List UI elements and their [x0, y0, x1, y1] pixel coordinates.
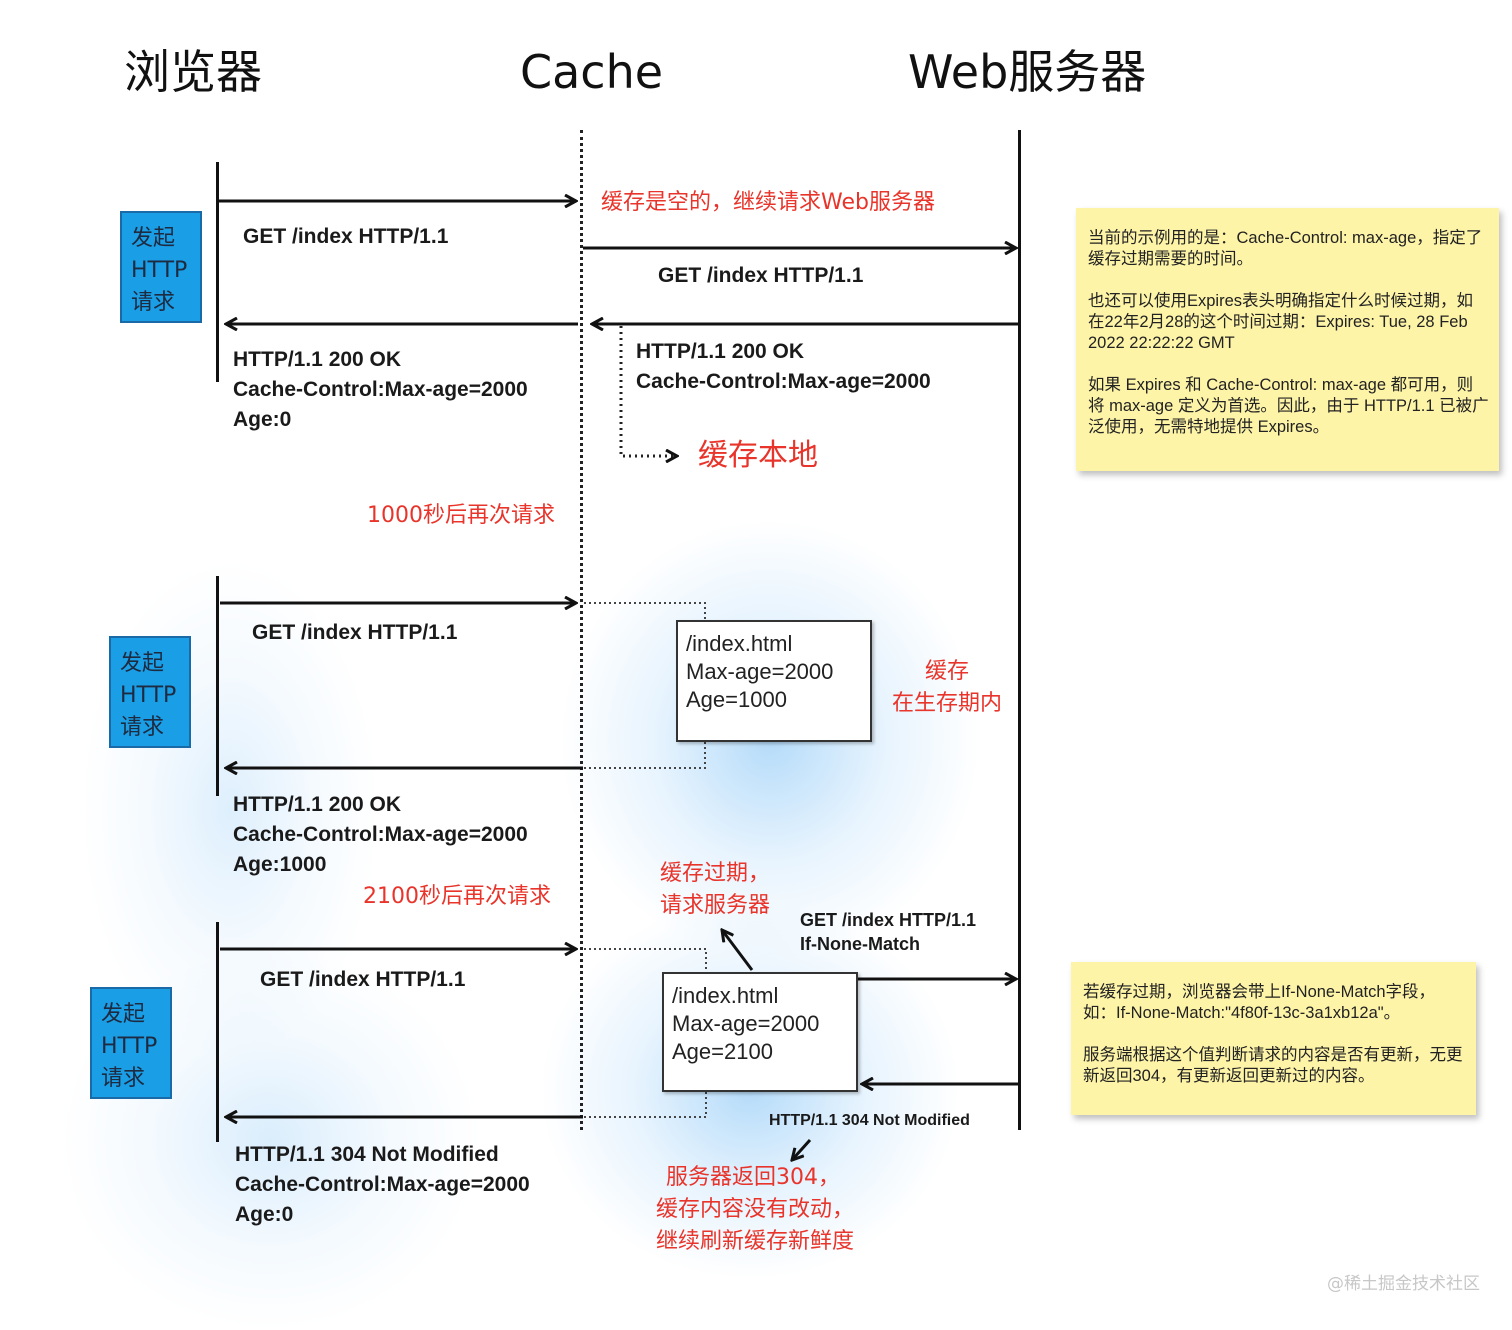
- response-line: Age:0: [235, 1203, 294, 1226]
- pointer-expired-note: [722, 930, 754, 971]
- note-line: 服务器返回304，: [666, 1165, 840, 1190]
- response-line: HTTP/1.1 200 OK: [233, 348, 402, 371]
- note-paragraph: 如果 Expires 和 Cache-Control: max-age 都可用，…: [1088, 376, 1489, 436]
- note-paragraph: 若缓存过期，浏览器会带上If-None-Match字段，如：If-None-Ma…: [1083, 983, 1436, 1022]
- cache-entry-line: /index.html: [672, 983, 779, 1008]
- sticky-note-if-none-match: 若缓存过期，浏览器会带上If-None-Match字段，如：If-None-Ma…: [1071, 962, 1476, 1115]
- response-line: Age:0: [233, 408, 292, 431]
- browser-lifeline-2: [216, 576, 219, 796]
- header-cache: Cache: [520, 45, 664, 99]
- server-lifeline: [1018, 130, 1021, 1130]
- flow3-cache-entry: /index.html Max-age=2000 Age=2100: [662, 972, 858, 1092]
- cache-entry-line: Max-age=2000: [686, 659, 834, 684]
- flow1-request-label: GET /index HTTP/1.1: [243, 225, 449, 248]
- flow3-request-label: GET /index HTTP/1.1: [260, 968, 466, 991]
- badge-label: HTTP: [120, 683, 177, 708]
- flow2-cache-entry: /index.html Max-age=2000 Age=1000: [676, 620, 872, 742]
- badge-label: 请求: [101, 1066, 146, 1091]
- note-paragraph: 当前的示例用的是：Cache-Control: max-age，指定了缓存过期需…: [1088, 229, 1483, 268]
- delay-1000s-note: 1000秒后再次请求: [367, 503, 555, 528]
- note-line: 缓存内容没有改动，: [656, 1197, 855, 1222]
- response-line: HTTP/1.1 200 OK: [233, 793, 402, 816]
- http-request-badge-1: 发起 HTTP 请求: [120, 211, 202, 323]
- flow1-cache-empty-note: 缓存是空的，继续请求Web服务器: [601, 190, 935, 215]
- response-line: HTTP/1.1 304 Not Modified: [235, 1143, 499, 1166]
- badge-label: 发起: [131, 226, 176, 251]
- note-line: 继续刷新缓存新鲜度: [656, 1229, 855, 1254]
- flow3-server-304-note: 服务器返回304， 缓存内容没有改动， 继续刷新缓存新鲜度: [656, 1162, 854, 1258]
- cache-entry-line: Age=2100: [672, 1039, 773, 1064]
- note-paragraph: 也还可以使用Expires表头明确指定什么时候过期，如在22年2月28的这个时间…: [1088, 292, 1474, 352]
- badge-label: HTTP: [131, 258, 188, 283]
- cache-lifeline: [580, 130, 583, 1130]
- flow2-browser-response: HTTP/1.1 200 OK Cache-Control:Max-age=20…: [233, 790, 528, 880]
- flow3-server-response-label: HTTP/1.1 304 Not Modified: [769, 1112, 970, 1129]
- response-line: Cache-Control:Max-age=2000: [235, 1173, 530, 1196]
- flow3-cache-expired-note: 缓存过期， 请求服务器: [660, 858, 770, 922]
- badge-label: 请求: [131, 290, 176, 315]
- flow1-server-response: HTTP/1.1 200 OK Cache-Control:Max-age=20…: [636, 337, 931, 397]
- flow2-request-label: GET /index HTTP/1.1: [252, 621, 458, 644]
- badge-label: HTTP: [101, 1034, 158, 1059]
- flow3-server-request-label: GET /index HTTP/1.1 If-None-Match: [800, 908, 976, 956]
- response-line: Age:1000: [233, 853, 327, 876]
- flow1-browser-response: HTTP/1.1 200 OK Cache-Control:Max-age=20…: [233, 345, 528, 435]
- header-browser: 浏览器: [124, 45, 262, 99]
- badge-label: 请求: [120, 715, 165, 740]
- flow2-cache-valid-note: 缓存 在生存期内: [892, 656, 1002, 720]
- delay-2100s-note: 2100秒后再次请求: [363, 884, 551, 909]
- watermark: @稀土掘金技术社区: [1327, 1274, 1480, 1294]
- cache-lookup-connector-2: [584, 602, 706, 769]
- browser-lifeline-1: [216, 162, 219, 382]
- cache-entry-line: /index.html: [686, 631, 793, 656]
- response-line: Cache-Control:Max-age=2000: [636, 370, 931, 393]
- http-request-badge-3: 发起 HTTP 请求: [90, 987, 172, 1099]
- request-line: GET /index HTTP/1.1: [800, 910, 977, 930]
- response-line: HTTP/1.1 200 OK: [636, 340, 805, 363]
- flow1-server-request-label: GET /index HTTP/1.1: [658, 264, 864, 287]
- browser-lifeline-3: [216, 922, 219, 1142]
- pointer-304-note: [792, 1138, 812, 1160]
- badge-label: 发起: [101, 1002, 146, 1027]
- response-line: Cache-Control:Max-age=2000: [233, 823, 528, 846]
- note-line: 在生存期内: [892, 691, 1003, 716]
- http-request-badge-2: 发起 HTTP 请求: [109, 636, 191, 748]
- badge-label: 发起: [120, 651, 165, 676]
- flow1-store-local-note: 缓存本地: [698, 438, 818, 473]
- header-web-server: Web服务器: [908, 45, 1147, 99]
- cache-entry-line: Age=1000: [686, 687, 787, 712]
- cache-entry-line: Max-age=2000: [672, 1011, 820, 1036]
- note-paragraph: 服务端根据这个值判断请求的内容是否有更新，无更新返回304，有更新返回更新过的内…: [1083, 1046, 1463, 1085]
- note-line: 缓存过期，: [660, 861, 771, 886]
- response-line: Cache-Control:Max-age=2000: [233, 378, 528, 401]
- flow3-browser-response: HTTP/1.1 304 Not Modified Cache-Control:…: [235, 1140, 530, 1230]
- note-line: 请求服务器: [660, 893, 771, 918]
- note-line: 缓存: [925, 659, 970, 684]
- store-local-connector: [619, 326, 677, 456]
- sticky-note-max-age: 当前的示例用的是：Cache-Control: max-age，指定了缓存过期需…: [1076, 208, 1499, 471]
- request-line: If-None-Match: [800, 934, 920, 954]
